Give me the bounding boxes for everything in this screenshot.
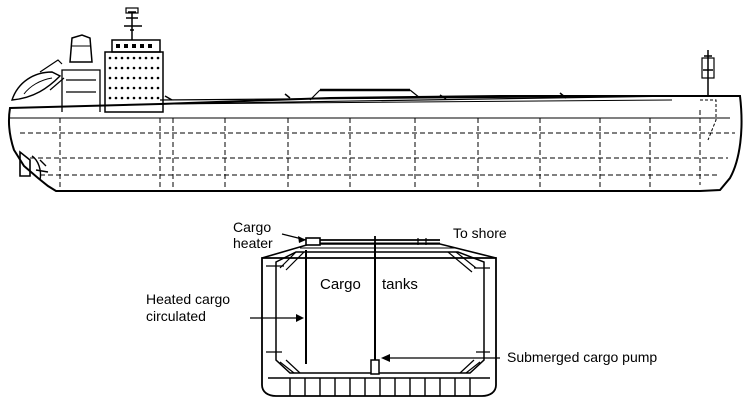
- cargo-heater-label-1: Cargo: [233, 219, 271, 235]
- deck-piping: [159, 88, 673, 105]
- radar-mast: [124, 11, 142, 40]
- outer-hull: [261, 257, 497, 397]
- funnel: [69, 34, 93, 63]
- cargo-compartments: [20, 110, 735, 190]
- lifeboat: [10, 71, 62, 101]
- hull-outline: [8, 95, 743, 192]
- side-tanks: [266, 251, 490, 374]
- foremast: [700, 50, 717, 141]
- heated-cargo-label-1: Heated cargo: [146, 291, 230, 307]
- submerged-pump-label: Submerged cargo pump: [507, 349, 657, 365]
- shore-pipe: [320, 236, 440, 248]
- ship-profile: [8, 7, 743, 192]
- cargo-heater: [305, 237, 321, 246]
- inner-tank-wall: [275, 251, 485, 374]
- superstructure: [10, 7, 164, 113]
- submerged-pump: [370, 359, 380, 375]
- cargo-heater-label-2: heater: [233, 235, 273, 251]
- tanks-label: tanks: [382, 276, 418, 293]
- heated-cargo-label-2: circulated: [146, 308, 206, 324]
- propeller: [31, 155, 49, 181]
- rudder: [19, 150, 31, 177]
- to-shore-label: To shore: [453, 225, 507, 241]
- double-bottom: [268, 377, 490, 396]
- tank-cross-section: Cargo heater To shore Cargo tanks Heated…: [146, 219, 657, 397]
- cargo-label: Cargo: [320, 276, 361, 293]
